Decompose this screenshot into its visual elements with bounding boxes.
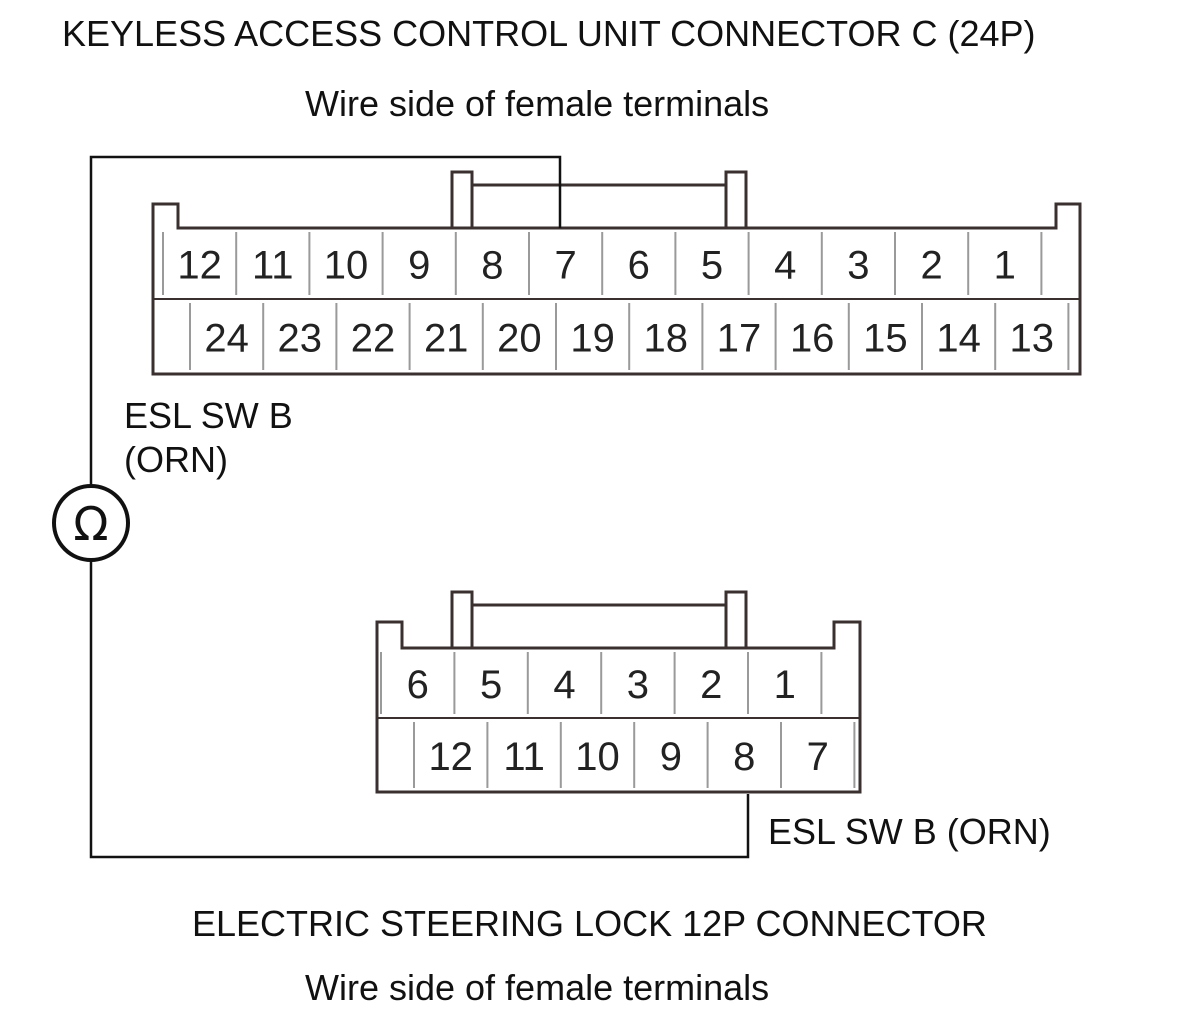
esl-pin-1: 1	[774, 663, 796, 707]
c-pin-7: 7	[554, 244, 576, 288]
esl-pin-4: 4	[553, 663, 575, 707]
c-pin-16: 16	[790, 317, 835, 361]
c-pin-17: 17	[717, 317, 762, 361]
steering-lock-connector-subtitle: Wire side of female terminals	[305, 967, 770, 1008]
c-pin-6: 6	[628, 244, 650, 288]
c-pin-23: 23	[278, 317, 323, 361]
c-pin-4: 4	[774, 244, 796, 288]
esl-lock-post-left	[450, 590, 474, 648]
c-pin-11: 11	[252, 244, 294, 288]
c-pin-21: 21	[424, 317, 469, 361]
c-pin-20: 20	[497, 317, 542, 361]
c-pin-13: 13	[1010, 317, 1055, 361]
ohm-symbol: Ω	[73, 497, 108, 551]
c-lock-post-right	[724, 170, 748, 228]
esl-sw-b-label-upper-line1: ESL SW B	[124, 395, 293, 436]
c-pin-5: 5	[701, 244, 723, 288]
esl-pin-2: 2	[700, 663, 722, 707]
c-pin-12: 12	[177, 244, 222, 288]
c-pin-10: 10	[324, 244, 369, 288]
test-lead-upper	[89, 155, 562, 487]
steering-lock-connector-title: ELECTRIC STEERING LOCK 12P CONNECTOR	[192, 903, 987, 944]
c-pin-3: 3	[847, 244, 869, 288]
esl-sw-b-label-upper-line2: (ORN)	[124, 439, 228, 480]
esl-sw-b-label-lower: ESL SW B (ORN)	[768, 811, 1051, 852]
esl-pin-6: 6	[407, 663, 429, 707]
esl-pin-12: 12	[428, 735, 473, 779]
c-pin-9: 9	[408, 244, 430, 288]
keyless-connector-subtitle: Wire side of female terminals	[305, 83, 770, 124]
esl-pin-7: 7	[807, 735, 829, 779]
esl-pin-8: 8	[733, 735, 755, 779]
c-lock-post-left	[450, 170, 474, 228]
esl-body	[375, 620, 862, 794]
c-pin-24: 24	[204, 317, 249, 361]
c-pin-8: 8	[481, 244, 503, 288]
esl-pin-10: 10	[575, 735, 620, 779]
c-pin-15: 15	[863, 317, 908, 361]
c-pin-14: 14	[936, 317, 981, 361]
esl-pin-11: 11	[503, 735, 545, 779]
esl-pin-9: 9	[660, 735, 682, 779]
c-pin-22: 22	[351, 317, 396, 361]
steering-lock-connector: 6 5 4 3 2 1 12 11 10 9 8 7	[375, 590, 862, 794]
c-pin-1: 1	[994, 244, 1016, 288]
test-lead-lower	[89, 560, 750, 859]
c-pin-18: 18	[644, 317, 689, 361]
c-pin-19: 19	[570, 317, 615, 361]
ohmmeter-icon: Ω	[52, 484, 130, 562]
esl-pin-3: 3	[627, 663, 649, 707]
esl-lock-post-right	[724, 590, 748, 648]
esl-pin-5: 5	[480, 663, 502, 707]
c-pin-2: 2	[920, 244, 942, 288]
keyless-connector-title: KEYLESS ACCESS CONTROL UNIT CONNECTOR C …	[62, 13, 1036, 54]
